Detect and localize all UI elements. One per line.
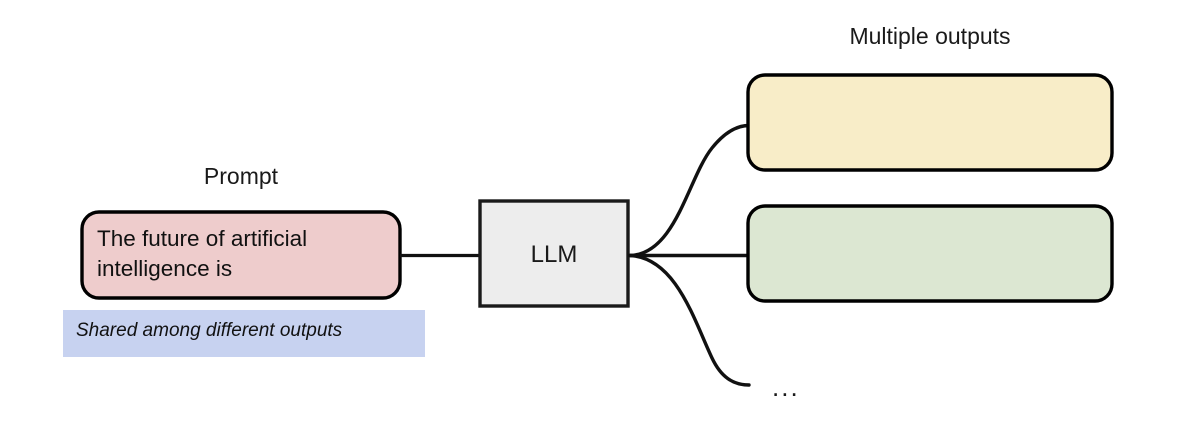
output-box-1[interactable] [746,73,1114,172]
llm-box[interactable] [478,199,630,308]
llm-label: LLM [530,241,578,268]
llm-to-ellipsis-curve [628,253,751,387]
shared-note-band [63,310,425,357]
prompt-text: The future of artificial intelligence is [97,226,308,281]
prompt-label: Prompt [203,163,279,189]
shared-note-text: Shared among different outputs [76,320,343,341]
multiple-outputs-label: Multiple outputs [849,23,1011,49]
output-box-2[interactable] [746,204,1114,303]
ellipsis-label: ... [772,372,800,402]
llm-to-output-1-curve [628,123,751,258]
